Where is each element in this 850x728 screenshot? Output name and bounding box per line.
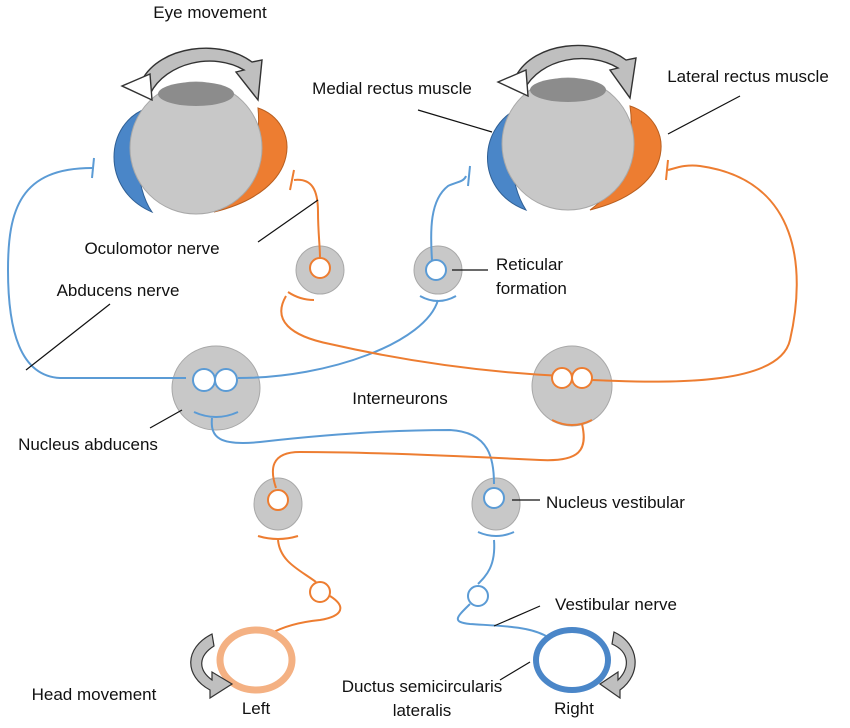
left-semicircular-canal [216, 626, 296, 694]
leader-lateral-rectus [667, 95, 741, 135]
abducens-right-neuron-1 [551, 367, 573, 389]
oculomotor-left-path [293, 178, 321, 259]
label-eye-movement: Eye movement [153, 3, 267, 22]
abducens-left-neuron-2 [214, 368, 238, 392]
abducens-right-synapse [551, 419, 593, 426]
right-canal-arrow-icon [598, 631, 636, 700]
abducens-nerve-right-path [591, 164, 798, 383]
label-right: Right [554, 699, 594, 718]
blue-pathway [6, 157, 547, 637]
nucleus-abducens-right [531, 345, 613, 427]
abducens-left-synapse [193, 411, 239, 418]
leader-abducens [25, 303, 111, 371]
oculomotor-left-neuron [309, 257, 331, 279]
vestibular-nerve-to-left-canal [269, 595, 342, 635]
leader-oculomotor [257, 199, 319, 243]
label-nucleus-abducens: Nucleus abducens [18, 435, 158, 454]
orange-synapse-right-lateral [665, 159, 669, 181]
right-eye [487, 44, 662, 211]
reticular-neuron [425, 259, 447, 281]
reticular-synapse [419, 295, 457, 302]
label-left: Left [242, 699, 271, 718]
orange-synapse-left-lateral [289, 169, 295, 191]
label-ductus-2: lateralis [393, 701, 452, 720]
head-movement-arrow-icon [190, 633, 234, 700]
left-pupil [158, 82, 234, 106]
label-vestibular-nerve: Vestibular nerve [555, 595, 677, 614]
label-reticular-1: Reticular [496, 255, 563, 274]
leader-ductus [499, 661, 531, 681]
orange-pathway [257, 159, 798, 635]
labels: Eye movement Medial rectus muscle Latera… [18, 3, 829, 720]
oculomotor-left-synapse [287, 291, 315, 301]
vestibular-nerve-right-path [477, 539, 496, 585]
leader-medial-rectus [417, 109, 493, 133]
vestibular-right-neuron [483, 487, 505, 509]
vestibular-ganglion-right [467, 585, 489, 607]
semicircular-canals [190, 626, 636, 700]
abducens-right-neuron-2 [571, 367, 593, 389]
right-semicircular-canal [533, 627, 611, 693]
vestibular-ganglion-left [309, 581, 331, 603]
label-oculomotor-nerve: Oculomotor nerve [84, 239, 219, 258]
vestibular-right-synapse [477, 531, 515, 537]
left-eye-arrow-icon [141, 47, 263, 102]
vestibular-nerve-to-canal [457, 603, 547, 637]
vestibular-left-neuron [267, 489, 289, 511]
vestibular-left-synapse [257, 535, 299, 540]
interneuron-blue-path [210, 417, 495, 485]
label-interneurons: Interneurons [352, 389, 447, 408]
nuclei [171, 245, 613, 531]
oculomotor-to-abducens-right-path [280, 295, 563, 377]
leader-lines [25, 95, 741, 681]
interneuron-orange-path [271, 423, 585, 489]
label-lateral-rectus: Lateral rectus muscle [667, 67, 829, 86]
leader-nucleus-abducens [149, 409, 183, 429]
right-eye-arrow-icon [515, 44, 637, 100]
label-head-movement: Head movement [32, 685, 157, 704]
reticular-to-abducens-path [237, 299, 439, 379]
nucleus-abducens-left [171, 345, 261, 431]
vestibular-nerve-left-path [277, 539, 317, 583]
right-pupil [530, 78, 606, 102]
label-abducens-nerve: Abducens nerve [57, 281, 180, 300]
label-reticular-2: formation [496, 279, 567, 298]
left-eye [113, 47, 288, 215]
abducens-left-neuron-1 [192, 368, 216, 392]
blue-synapse-left-medial [91, 157, 95, 179]
left-eye-arrow-head-icon [120, 72, 153, 102]
leader-vestibular-nerve [493, 605, 541, 627]
label-nucleus-vestibular: Nucleus vestibular [546, 493, 685, 512]
reticular-up-path [430, 175, 467, 261]
abducens-nerve-left-path [6, 167, 186, 379]
blue-synapse-right-medial [467, 165, 471, 187]
label-ductus-1: Ductus semicircularis [342, 677, 503, 696]
right-eye-arrow-head-icon [496, 68, 529, 98]
label-medial-rectus: Medial rectus muscle [312, 79, 472, 98]
